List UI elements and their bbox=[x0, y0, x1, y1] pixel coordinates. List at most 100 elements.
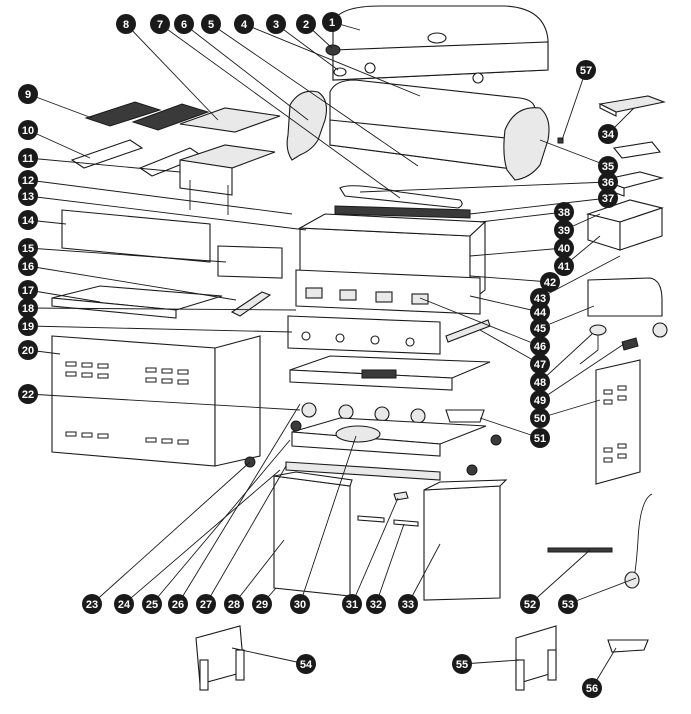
callout-number: 4 bbox=[241, 19, 248, 31]
callout-number: 5 bbox=[208, 19, 214, 31]
callout-bubble bbox=[252, 594, 272, 614]
callout-45: 45 bbox=[530, 318, 550, 338]
side-shelf-right bbox=[586, 199, 664, 251]
door-handles bbox=[357, 491, 419, 527]
callout-32: 32 bbox=[366, 594, 386, 614]
callout-number: 15 bbox=[22, 243, 34, 255]
callout-12: 12 bbox=[18, 170, 38, 190]
hose-bracket bbox=[621, 337, 639, 351]
callout-number: 6 bbox=[181, 19, 187, 31]
callout-bubble bbox=[234, 14, 254, 34]
callout-number: 19 bbox=[22, 321, 34, 333]
callout-38: 38 bbox=[554, 202, 574, 222]
leader-line-40 bbox=[469, 247, 565, 257]
callout-number: 40 bbox=[558, 243, 570, 255]
leader-line-26 bbox=[177, 403, 301, 605]
callout-bubble bbox=[598, 188, 618, 208]
callout-26: 26 bbox=[168, 594, 188, 614]
callout-34: 34 bbox=[598, 124, 618, 144]
callout-number: 53 bbox=[562, 599, 574, 611]
callout-bubble bbox=[18, 340, 38, 360]
callout-bubble bbox=[322, 12, 342, 32]
callout-number: 8 bbox=[123, 19, 129, 31]
callout-56: 56 bbox=[582, 678, 602, 698]
callout-bubble bbox=[558, 594, 578, 614]
callout-bubble bbox=[342, 594, 362, 614]
callout-number: 33 bbox=[402, 599, 414, 611]
leader-line-11 bbox=[27, 157, 181, 173]
callout-number: 54 bbox=[300, 659, 313, 671]
control-panel bbox=[287, 315, 441, 355]
callout-7: 7 bbox=[150, 14, 170, 34]
lid-handle bbox=[339, 185, 463, 209]
callout-bubble bbox=[598, 156, 618, 176]
callout-number: 35 bbox=[602, 161, 614, 173]
callout-bubble bbox=[398, 594, 418, 614]
callout-10: 10 bbox=[18, 120, 38, 140]
leader-line-19 bbox=[27, 325, 293, 333]
callout-number: 3 bbox=[273, 19, 279, 31]
callout-bubble bbox=[554, 256, 574, 276]
callout-bubble bbox=[598, 124, 618, 144]
callout-41: 41 bbox=[554, 256, 574, 276]
leader-line-50 bbox=[539, 399, 601, 419]
callout-bubble bbox=[530, 408, 550, 428]
callout-number: 44 bbox=[534, 307, 547, 319]
callout-number: 30 bbox=[294, 599, 306, 611]
screw-icon bbox=[557, 137, 564, 144]
callout-bubble bbox=[18, 148, 38, 168]
rear-leg-bracket-left bbox=[195, 625, 245, 691]
callout-53: 53 bbox=[558, 594, 578, 614]
cooking-grate-middle bbox=[131, 103, 210, 131]
callout-28: 28 bbox=[224, 594, 244, 614]
callout-number: 9 bbox=[25, 89, 31, 101]
callout-bubble bbox=[598, 172, 618, 192]
callout-number: 25 bbox=[146, 599, 158, 611]
callout-number: 52 bbox=[524, 599, 536, 611]
callout-number: 23 bbox=[86, 599, 98, 611]
callout-48: 48 bbox=[530, 372, 550, 392]
callout-bubble bbox=[296, 14, 316, 34]
cabinet-side-left bbox=[51, 335, 261, 467]
bottom-shelf bbox=[289, 355, 491, 391]
callout-bubble bbox=[18, 298, 38, 318]
callout-number: 46 bbox=[534, 341, 546, 353]
side-shelf-left bbox=[179, 144, 276, 215]
callout-number: 24 bbox=[118, 599, 131, 611]
leader-line-4 bbox=[243, 23, 421, 97]
callout-number: 32 bbox=[370, 599, 382, 611]
crossover-tube bbox=[547, 547, 613, 553]
callout-6: 6 bbox=[174, 14, 194, 34]
leader-line-18 bbox=[27, 307, 297, 311]
leader-line-46 bbox=[419, 297, 541, 347]
grease-cup-tray bbox=[445, 409, 485, 423]
callout-bubble bbox=[540, 272, 560, 292]
callout-36: 36 bbox=[598, 172, 618, 192]
leader-line-42 bbox=[469, 275, 551, 283]
callout-number: 7 bbox=[157, 19, 163, 31]
callout-24: 24 bbox=[114, 594, 134, 614]
grill-lid bbox=[332, 5, 549, 84]
callout-number: 39 bbox=[558, 225, 570, 237]
callout-16: 16 bbox=[18, 256, 38, 276]
leader-line-5 bbox=[210, 23, 419, 167]
leader-line-30 bbox=[299, 435, 357, 605]
callout-number: 18 bbox=[22, 303, 34, 315]
callout-number: 2 bbox=[303, 19, 309, 31]
callout-bubble bbox=[18, 84, 38, 104]
callout-number: 28 bbox=[228, 599, 240, 611]
callout-35: 35 bbox=[598, 156, 618, 176]
leader-line-44 bbox=[469, 295, 541, 313]
callout-number: 22 bbox=[22, 389, 34, 401]
lid-side-cap-left bbox=[286, 90, 327, 161]
callout-bubble bbox=[18, 186, 38, 206]
callout-43: 43 bbox=[530, 288, 550, 308]
griddle-plate bbox=[179, 107, 281, 133]
callout-bubble bbox=[296, 654, 316, 674]
callout-52: 52 bbox=[520, 594, 540, 614]
leader-line-33 bbox=[407, 543, 441, 605]
callout-5: 5 bbox=[201, 14, 221, 34]
callout-18: 18 bbox=[18, 298, 38, 318]
leader-line-10 bbox=[27, 129, 91, 159]
